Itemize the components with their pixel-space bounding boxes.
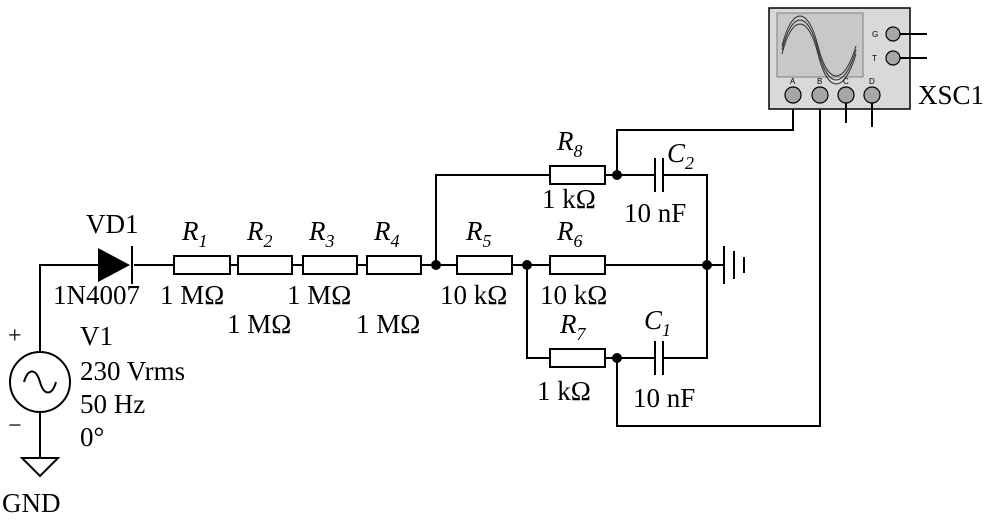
- resistor-r1: R1 1 MΩ: [160, 216, 231, 310]
- wire-node-to-r7: [526, 265, 550, 359]
- source-circle: [9, 351, 71, 413]
- oscilloscope-screen: [776, 12, 864, 78]
- resistor-r3-designator: R3: [308, 216, 335, 251]
- resistor-r2: R2 1 MΩ: [227, 216, 293, 339]
- resistor-r8-designator: R8: [556, 126, 583, 161]
- resistor-body: [456, 255, 513, 275]
- capacitor-c1: C1 10 nF: [633, 305, 695, 413]
- resistor-r6: R6 10 kΩ: [540, 216, 607, 310]
- resistor-body: [549, 255, 606, 275]
- screen-waveform-icon: [781, 15, 857, 85]
- scope-terminal-t[interactable]: T: [872, 50, 927, 66]
- resistor-r5: R5 10 kΩ: [440, 216, 513, 310]
- channel-c-label: C: [843, 77, 849, 86]
- junctions: [431, 170, 712, 363]
- resistor-r7-value: 1 kΩ: [537, 376, 591, 406]
- ground-triangle-icon: [19, 457, 61, 478]
- resistor-body: [173, 255, 231, 275]
- resistor-r8: R8 1 kΩ: [542, 126, 606, 214]
- oscilloscope-ref: XSC1: [918, 80, 984, 110]
- terminal-knob[interactable]: [885, 26, 901, 42]
- scope-channel-a[interactable]: A: [784, 77, 802, 104]
- junction-dot: [612, 170, 622, 180]
- capacitor-c2-designator: C2: [667, 138, 694, 173]
- resistor-r5-value: 10 kΩ: [440, 280, 507, 310]
- scope-channel-b[interactable]: B: [811, 77, 829, 104]
- resistor-r2-value: 1 MΩ: [227, 309, 291, 339]
- source-frequency: 50 Hz: [80, 389, 145, 419]
- wire-probe-b: [616, 96, 821, 427]
- channel-knob[interactable]: [863, 86, 881, 104]
- chassis-ground-symbol: [723, 246, 745, 284]
- diode-triangle: [98, 248, 130, 282]
- capacitor-c2-value: 10 nF: [624, 198, 686, 228]
- junction-dot: [522, 260, 532, 270]
- channel-knob[interactable]: [784, 86, 802, 104]
- resistor-r1-value: 1 MΩ: [160, 280, 224, 310]
- channel-b-label: B: [817, 77, 822, 86]
- capacitor-c2: C2 10 nF: [624, 138, 694, 228]
- capacitor-c1-value: 10 nF: [633, 383, 695, 413]
- capacitor-c1-designator: C1: [644, 305, 671, 340]
- gnd-label: GND: [2, 488, 61, 518]
- resistor-r4-designator: R4: [373, 216, 400, 251]
- resistor-r4-value: 1 MΩ: [356, 309, 420, 339]
- channel-a-label: A: [790, 77, 796, 86]
- diode-ref: VD1: [86, 209, 139, 239]
- resistor-body: [302, 255, 358, 275]
- channel-d-label: D: [869, 77, 875, 86]
- source-voltage: 230 Vrms: [80, 356, 185, 386]
- resistor-r1-designator: R1: [181, 216, 208, 251]
- terminal-g-label: G: [872, 30, 878, 39]
- resistor-body: [237, 255, 293, 275]
- terminal-t-label: T: [872, 54, 877, 63]
- resistor-r6-value: 10 kΩ: [540, 280, 607, 310]
- scope-channel-c[interactable]: C: [837, 77, 855, 123]
- wire-probe-a: [616, 96, 794, 175]
- gnd-symbol: GND: [2, 457, 61, 518]
- junction-dot: [702, 260, 712, 270]
- resistor-r5-designator: R5: [465, 216, 492, 251]
- channel-knob[interactable]: [811, 86, 829, 104]
- wires: [39, 96, 821, 458]
- resistor-r3: R3 1 MΩ: [287, 216, 358, 310]
- resistor-r7-designator: R7: [559, 309, 587, 344]
- resistor-r4: R4 1 MΩ: [356, 216, 422, 339]
- resistor-body: [549, 348, 606, 368]
- resistor-r2-designator: R2: [246, 216, 273, 251]
- channel-knob[interactable]: [837, 86, 855, 104]
- source-plus-sign: +: [8, 323, 22, 349]
- junction-dot: [431, 260, 441, 270]
- oscilloscope-xsc1: G T A B C D XSC1: [768, 7, 984, 127]
- junction-dot: [612, 353, 622, 363]
- source-minus-sign: −: [8, 413, 22, 439]
- wire-node-to-r8: [435, 174, 550, 265]
- sine-wave-icon: [23, 370, 57, 394]
- resistor-r8-value: 1 kΩ: [542, 184, 596, 214]
- source-ref: V1: [80, 321, 113, 351]
- wire-source-to-diode: [39, 264, 98, 352]
- scope-channel-d[interactable]: D: [863, 77, 881, 127]
- diode-vd1: VD1 1N4007: [53, 209, 140, 310]
- diode-model: 1N4007: [53, 280, 140, 310]
- source-phase: 0°: [80, 422, 104, 452]
- resistor-body: [366, 255, 422, 275]
- resistor-r6-designator: R6: [556, 216, 583, 251]
- resistor-body: [549, 165, 606, 185]
- ac-source-v1: + − V1 230 Vrms 50 Hz 0°: [8, 321, 185, 452]
- resistor-r7: R7 1 kΩ: [537, 309, 606, 406]
- terminal-knob[interactable]: [885, 50, 901, 66]
- resistor-r3-value: 1 MΩ: [287, 280, 351, 310]
- scope-terminal-g[interactable]: G: [872, 26, 927, 42]
